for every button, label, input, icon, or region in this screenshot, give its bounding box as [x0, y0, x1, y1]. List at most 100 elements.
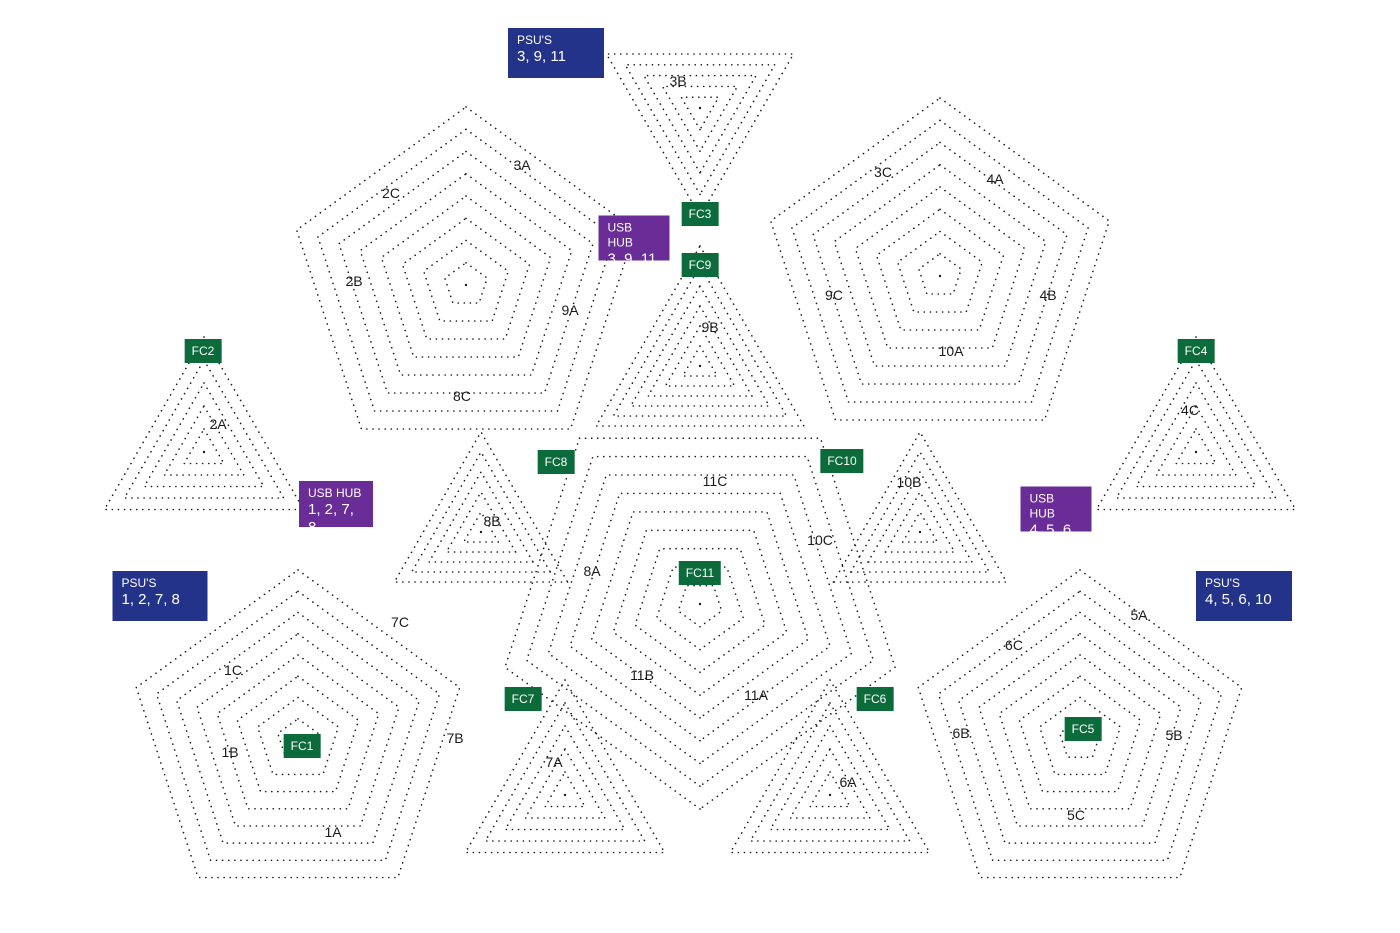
- segment-label-3c: 3C: [874, 164, 892, 180]
- dotted-ring: [1114, 358, 1278, 499]
- center-dot: [698, 106, 702, 110]
- segment-label-2b: 2B: [345, 273, 363, 289]
- center-dot: [479, 530, 483, 534]
- fc-badge-10: FC10: [820, 449, 864, 473]
- dotted-ring: [316, 128, 616, 412]
- dotted-ring: [1095, 335, 1297, 511]
- center-dot: [918, 530, 922, 534]
- dotted-ring: [445, 490, 517, 553]
- psu-value: 1, 2, 7, 8: [121, 591, 180, 608]
- fc-badge-11: FC11: [678, 561, 722, 585]
- fc-badge-2: FC2: [184, 339, 222, 363]
- fc-badge-5: FC5: [1064, 717, 1102, 741]
- segment-label-9c: 9C: [825, 287, 843, 303]
- dotted-ring: [978, 632, 1182, 827]
- dotted-ring: [547, 474, 853, 765]
- dotted-ring: [849, 450, 991, 573]
- segment-label-8a: 8A: [583, 563, 601, 579]
- dotted-ring: [612, 529, 788, 697]
- segment-label-10c: 10C: [807, 532, 833, 548]
- psu-title: PSU'S: [517, 33, 552, 47]
- dotted-ring: [569, 492, 831, 742]
- segment-label-7b: 7B: [446, 730, 464, 746]
- fc-badge-3: FC3: [681, 202, 719, 226]
- dotted-ring: [295, 106, 637, 430]
- psu-value: 3, 9, 11: [517, 48, 566, 65]
- dotted-ring: [142, 381, 266, 488]
- usb-hub-title: USB HUB: [308, 486, 362, 500]
- segment-label-6c: 6C: [1005, 637, 1023, 653]
- segment-label-1c: 1C: [224, 662, 242, 678]
- center-dot: [698, 364, 702, 368]
- segment-label-9b: 9B: [701, 319, 719, 335]
- dotted-ring: [483, 701, 647, 842]
- dotted-ring: [1038, 696, 1122, 776]
- segment-label-6a: 6A: [839, 774, 857, 790]
- segment-label-11c: 11C: [702, 473, 728, 489]
- usb-hub-box: USB HUB 1, 2, 7, 8: [299, 481, 373, 536]
- dotted-ring: [642, 74, 758, 175]
- segment-label-11a: 11A: [744, 687, 768, 703]
- center-dot: [828, 793, 832, 797]
- usb-hub-box: USB HUB 3, 9, 11: [598, 215, 670, 268]
- segment-label-3a: 3A: [513, 157, 531, 173]
- dotted-ring: [917, 569, 1243, 879]
- center-dot: [464, 283, 468, 287]
- dotted-ring: [634, 547, 766, 674]
- dotted-ring: [768, 724, 892, 831]
- dotted-ring: [998, 654, 1162, 810]
- dotted-ring: [679, 96, 721, 132]
- panel-3-dotted-rings: [605, 53, 795, 218]
- segment-label-1b: 1B: [221, 744, 239, 760]
- segment-label-5b: 5B: [1165, 727, 1183, 743]
- segment-label-10b: 10B: [896, 474, 922, 490]
- dotted-ring: [896, 230, 984, 313]
- psu-title: PSU'S: [121, 576, 157, 590]
- psu-box: PSU'S 4, 5, 6, 10: [1196, 571, 1292, 621]
- dotted-ring: [503, 724, 627, 831]
- dotted-ring: [196, 632, 400, 827]
- usb-hub-box: USB HUB 4, 5, 6, 10: [1020, 486, 1092, 557]
- dotted-ring: [612, 264, 788, 417]
- usb-hub-title: USB HUB: [607, 220, 633, 250]
- panel-9-dotted-rings: [594, 244, 806, 427]
- dotted-ring: [422, 239, 510, 322]
- panel-4-tri-dotted-rings: [1095, 335, 1297, 511]
- dotted-ring: [664, 324, 736, 387]
- dotted-ring: [103, 335, 305, 511]
- panel-6-dotted-rings: [729, 678, 931, 854]
- dotted-ring: [769, 97, 1111, 421]
- segment-label-1a: 1A: [324, 824, 342, 840]
- psu-box: PSU'S 1, 2, 7, 8: [112, 571, 208, 621]
- segment-label-6b: 6B: [952, 725, 970, 741]
- center-dot: [563, 793, 567, 797]
- dotted-ring: [443, 261, 489, 304]
- segment-label-7c: 7C: [391, 614, 409, 630]
- center-dot: [202, 450, 206, 454]
- dotted-ring: [790, 119, 1090, 403]
- dotted-ring: [1058, 717, 1102, 759]
- segment-label-4b: 4B: [1039, 287, 1057, 303]
- dotted-ring: [1134, 381, 1258, 488]
- psu-title: PSU'S: [1205, 576, 1240, 590]
- segment-label-3b: 3B: [669, 73, 687, 89]
- dotted-ring: [605, 53, 795, 218]
- center-dot: [698, 602, 702, 606]
- segment-label-11b: 11B: [630, 667, 654, 683]
- panel-10-tri-dotted-rings: [832, 430, 1008, 583]
- center-dot: [938, 274, 942, 278]
- dotted-ring: [464, 678, 666, 854]
- dotted-ring: [629, 284, 771, 407]
- dotted-ring: [122, 358, 286, 499]
- dotted-ring: [410, 450, 552, 573]
- panel-2-tri-dotted-rings: [103, 335, 305, 511]
- panel-8-tri-dotted-rings: [393, 430, 569, 583]
- fc-badge-8: FC8: [537, 450, 575, 474]
- dotted-ring: [256, 696, 340, 776]
- dotted-ring: [937, 590, 1223, 862]
- segment-label-10a: 10A: [938, 343, 964, 359]
- panel-2-dotted-rings: [295, 106, 637, 430]
